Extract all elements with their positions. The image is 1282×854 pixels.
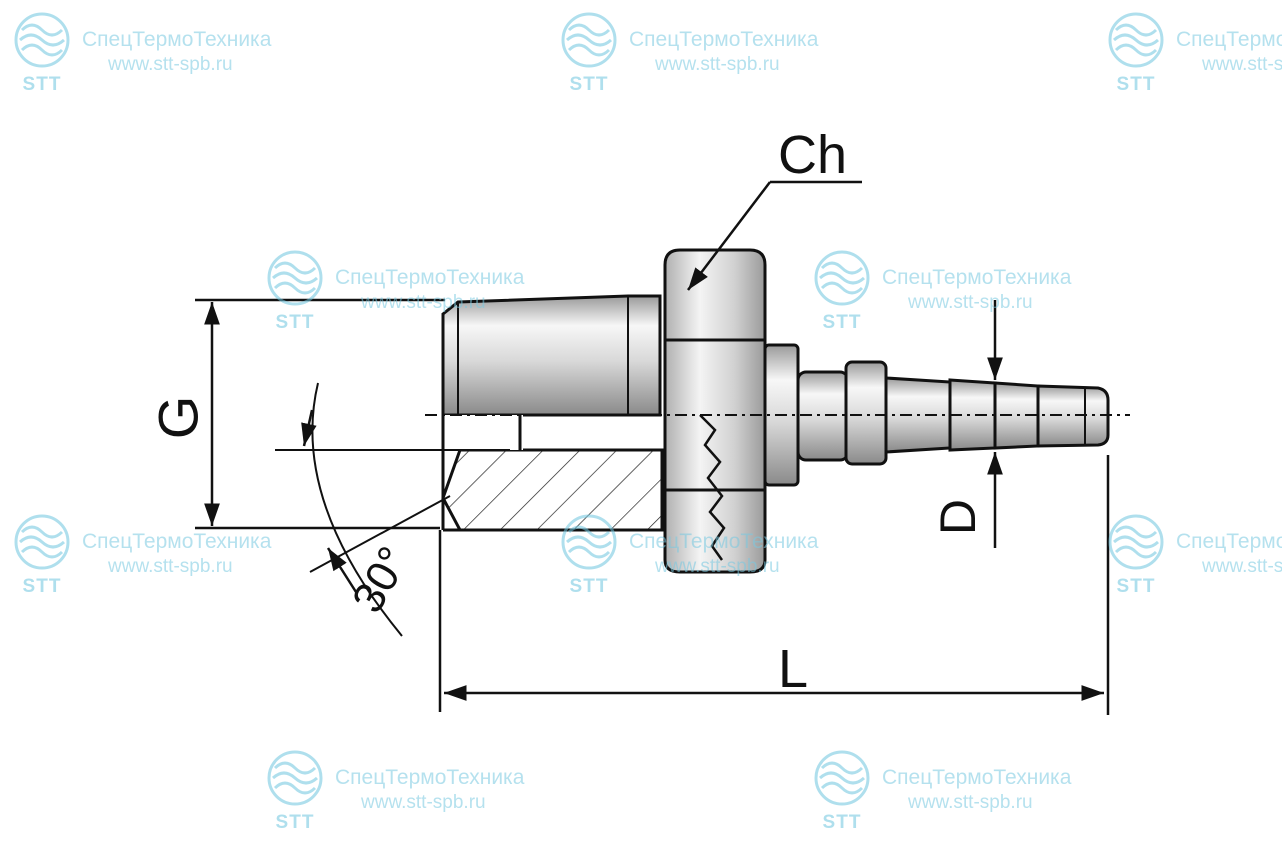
watermark-company: СпецТермоТехника xyxy=(82,530,272,553)
watermark-company: СпецТермоТехника xyxy=(882,766,1072,789)
watermark-company: СпецТермоТехника xyxy=(629,28,819,51)
watermark-url: www.stt-spb.ru xyxy=(908,292,1033,313)
stt-logo-icon xyxy=(14,514,70,570)
watermark-url: www.stt-spb.ru xyxy=(1202,54,1282,75)
watermark-abbr: STT xyxy=(569,74,609,95)
watermark-abbr: STT xyxy=(822,812,862,833)
watermark-url: www.stt-spb.ru xyxy=(1202,556,1282,577)
watermark-abbr: STT xyxy=(1116,576,1156,597)
watermark-url: www.stt-spb.ru xyxy=(361,292,486,313)
hose-barb xyxy=(796,360,1110,466)
stt-logo-icon xyxy=(267,250,323,306)
watermark-url: www.stt-spb.ru xyxy=(908,792,1033,813)
stt-logo-icon xyxy=(1108,514,1164,570)
watermark-url: www.stt-spb.ru xyxy=(108,556,233,577)
watermark-abbr: STT xyxy=(22,74,62,95)
watermark-company: СпецТермоТехника xyxy=(629,530,819,553)
stt-logo-icon xyxy=(561,12,617,68)
dimension-l xyxy=(438,455,1110,715)
watermark-url: www.stt-spb.ru xyxy=(361,792,486,813)
watermark: STT СпецТермоТехника www.stt-spb.ru xyxy=(561,514,841,604)
watermark-company: СпецТермоТехника xyxy=(882,266,1072,289)
watermark-abbr: STT xyxy=(569,576,609,597)
watermark-url: www.stt-spb.ru xyxy=(655,556,780,577)
watermark-abbr: STT xyxy=(275,812,315,833)
watermark: STT СпецТермоТехника www.stt-spb.ru xyxy=(1108,514,1282,602)
watermark-abbr: STT xyxy=(1116,74,1156,95)
section-view xyxy=(441,415,664,532)
stt-logo-icon xyxy=(14,12,70,68)
stt-logo-icon xyxy=(1108,12,1164,68)
label-l: L xyxy=(778,639,809,699)
angle-30 xyxy=(275,382,510,637)
watermark: STT СпецТермоТехника www.stt-spb.ru xyxy=(561,12,841,102)
stt-logo-icon xyxy=(814,250,870,306)
watermark: STT СпецТермоТехника www.stt-spb.ru xyxy=(814,250,1094,340)
hex-nut xyxy=(663,248,767,574)
watermark-url: www.stt-spb.ru xyxy=(108,54,233,75)
watermark: STT СпецТермоТехника www.stt-spb.ru xyxy=(1108,12,1282,102)
watermark-company: СпецТермоТехника xyxy=(335,266,525,289)
watermark: STT СпецТермоТехника www.stt-spb.ru xyxy=(267,250,547,340)
watermark-company: СпецТермоТехника xyxy=(335,766,525,789)
watermark: STT СпецТермоТехника www.stt-spb.ru xyxy=(267,750,547,840)
watermark: STT СпецТермоТехника www.stt-spb.ru xyxy=(14,514,294,604)
stt-logo-icon xyxy=(561,514,617,570)
watermark-abbr: STT xyxy=(822,312,862,333)
label-ch: Ch xyxy=(778,125,848,185)
watermark-abbr: STT xyxy=(22,576,62,597)
watermark-company: СпецТермоТехника xyxy=(1176,28,1282,51)
watermark-company: СпецТермоТехника xyxy=(1176,530,1282,553)
watermark-abbr: STT xyxy=(275,312,315,333)
dimension-g xyxy=(195,298,445,530)
stt-logo-icon xyxy=(267,750,323,806)
leader-ch xyxy=(687,180,862,291)
watermark-company: СпецТермоТехника xyxy=(82,28,272,51)
stt-logo-icon xyxy=(814,750,870,806)
label-g: G xyxy=(146,395,210,440)
label-d: D xyxy=(930,498,986,536)
watermark-edge-clip: STT СпецТермоТехника www.stt-spb.ru STT … xyxy=(1108,12,1282,602)
watermark: STT СпецТермоТехника www.stt-spb.ru xyxy=(814,750,1094,840)
watermark: STT СпецТермоТехника www.stt-spb.ru xyxy=(14,12,294,102)
watermark-url: www.stt-spb.ru xyxy=(655,54,780,75)
